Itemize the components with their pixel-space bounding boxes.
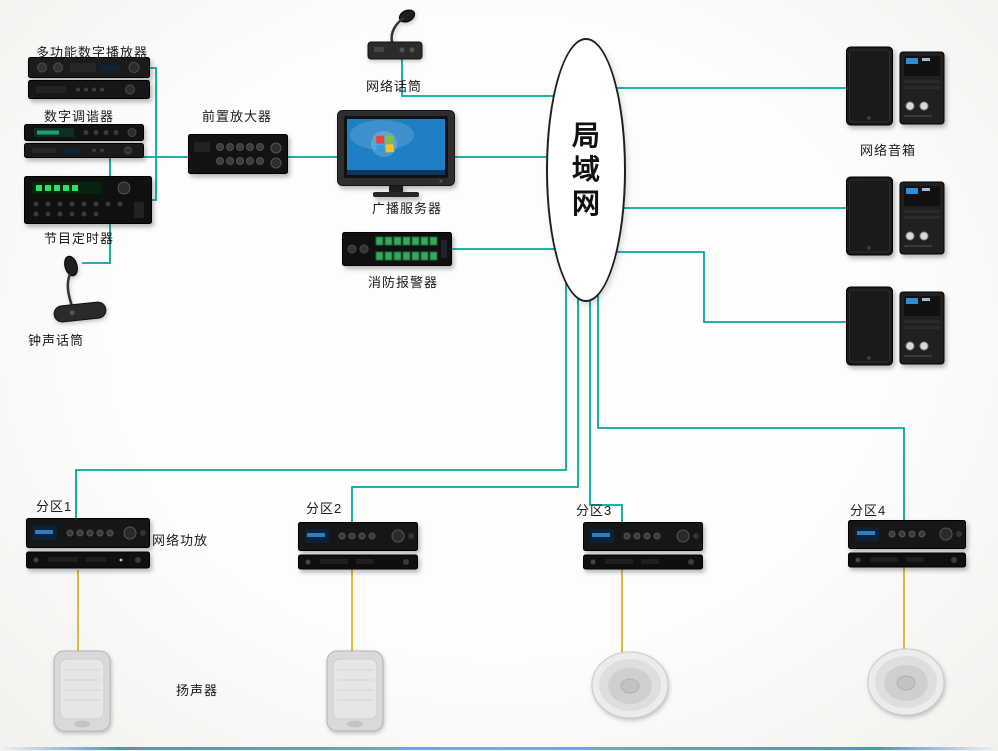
network-speaker-label: 网络音箱 — [860, 143, 917, 158]
zone-3-label: 分区3 — [576, 503, 613, 518]
ceiling-speaker-3 — [590, 648, 670, 724]
program-timer-device — [24, 176, 152, 224]
network-speaker-pair-2 — [846, 174, 946, 258]
wire-zone-1 — [75, 282, 567, 523]
network-amp-4 — [848, 520, 966, 570]
lan-char: 网 — [571, 188, 600, 219]
digital-player-device — [28, 57, 150, 78]
network-amp-3 — [583, 522, 703, 572]
program-timer-label: 节目定时器 — [44, 231, 115, 246]
loudspeaker-label: 扬声器 — [176, 683, 219, 698]
wall-speaker-2 — [326, 650, 384, 732]
wall-speaker-1 — [53, 650, 111, 732]
lan-char: 域 — [571, 154, 600, 185]
bell-mic-label: 钟声话筒 — [28, 333, 85, 348]
network-speaker-pair-1 — [846, 44, 946, 128]
digital-tuner-device — [24, 124, 144, 141]
digital-tuner-device-2 — [24, 143, 144, 158]
wire-player-timer-bus — [150, 67, 157, 201]
network-amp-1 — [26, 518, 150, 572]
network-mic-icon — [362, 8, 428, 62]
fire-alarm-label: 消防报警器 — [368, 275, 439, 290]
wire-zone-4 — [597, 280, 905, 526]
broadcast-server-device — [337, 110, 455, 200]
ceiling-speaker-4 — [866, 645, 946, 721]
digital-player-device-2 — [28, 80, 150, 99]
digital-tuner-label: 数字调谐器 — [44, 109, 115, 124]
preamp-device — [188, 134, 288, 174]
bottom-accent-line — [0, 747, 998, 750]
zone-2-label: 分区2 — [306, 501, 343, 516]
network-amp-label: 网络功放 — [152, 533, 209, 548]
zone-4-label: 分区4 — [850, 503, 887, 518]
network-amp-2 — [298, 522, 418, 572]
wire-zone-3 — [589, 284, 623, 528]
digital-player-label: 多功能数字播放器 — [36, 45, 149, 60]
broadcast-server-label: 广播服务器 — [372, 201, 443, 216]
wire-network-mic — [401, 58, 556, 97]
lan-cloud: 局 域 网 — [546, 38, 626, 302]
lan-char: 局 — [571, 120, 600, 151]
wire-zone-2 — [351, 286, 579, 528]
network-mic-label: 网络话筒 — [366, 79, 423, 94]
zone-1-label: 分区1 — [36, 499, 73, 514]
wire-speaker-pair-3 — [610, 251, 848, 323]
bell-mic-icon — [42, 250, 117, 328]
preamp-label: 前置放大器 — [202, 109, 273, 124]
fire-alarm-device — [342, 232, 452, 266]
network-speaker-pair-3 — [846, 284, 946, 368]
